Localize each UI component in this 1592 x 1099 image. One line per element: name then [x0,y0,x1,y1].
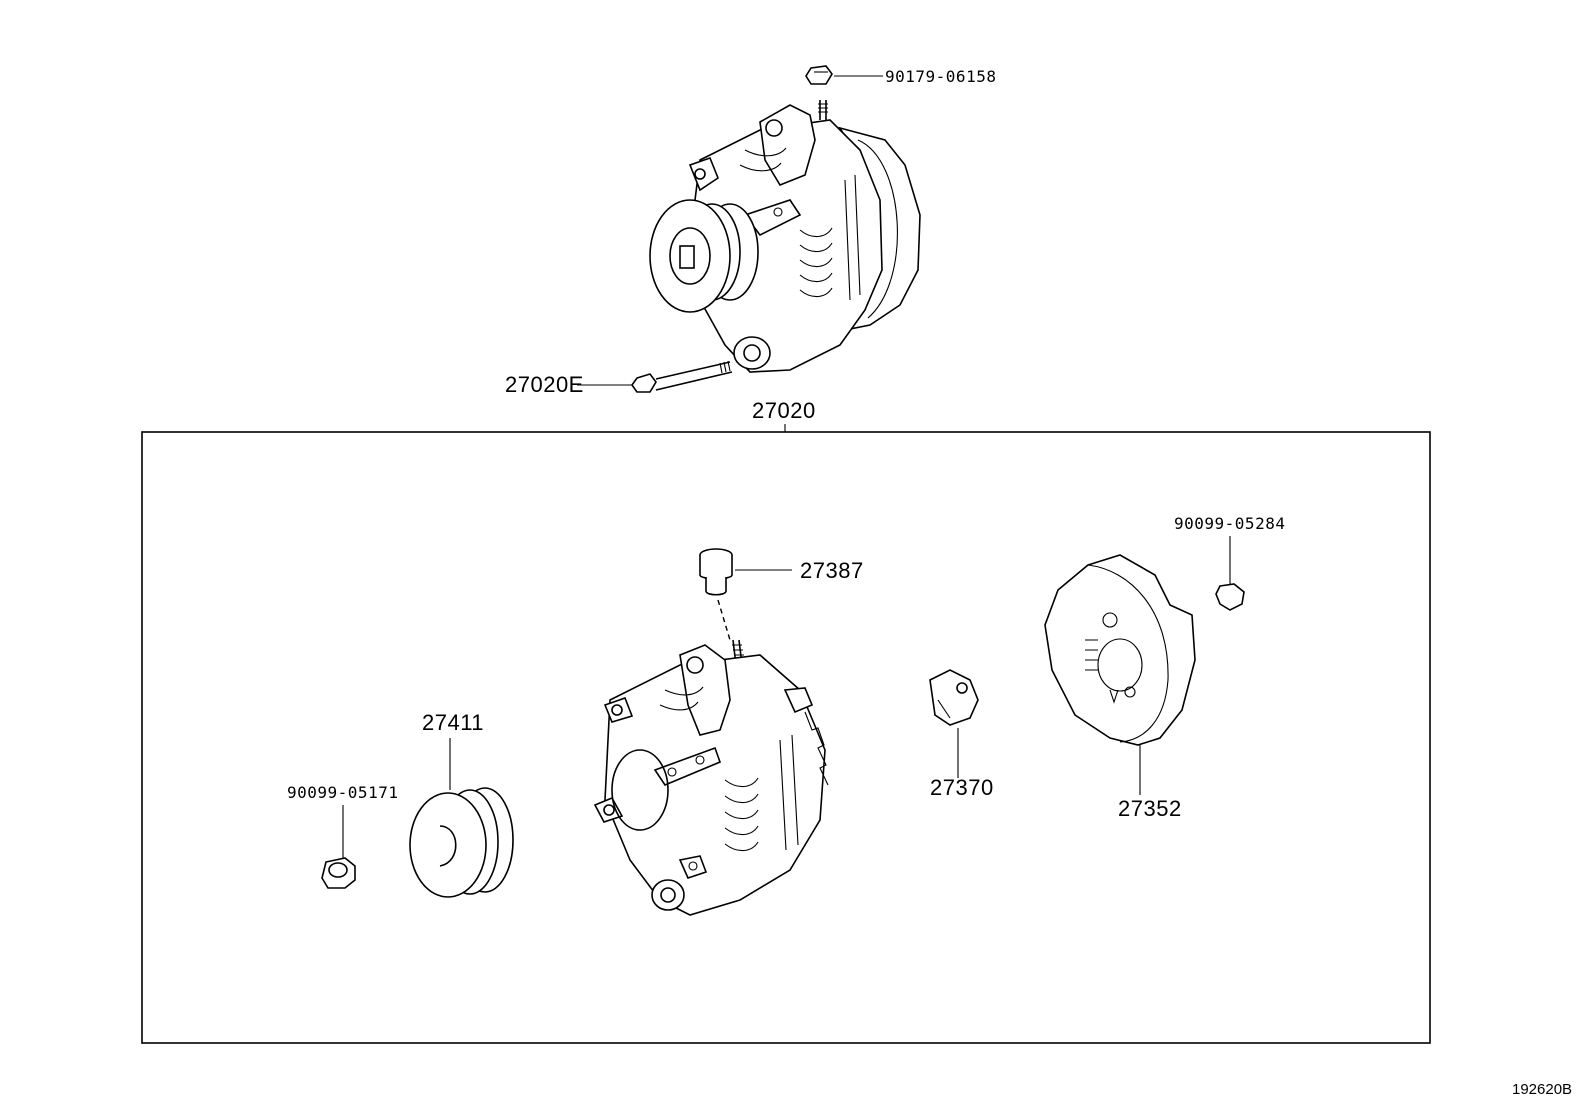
pulley-icon [409,787,514,898]
nut-right-icon [1215,583,1245,611]
part-label-pulley-nut: 90099-05171 [287,783,398,802]
assembly-label: 27020 [752,398,816,423]
figure-id: 192620B [1512,1081,1572,1098]
rear-cover-icon [1044,554,1196,746]
pulley-nut-icon [321,857,356,889]
nut-top-icon [805,65,833,85]
part-label-bolt: 27020E [505,372,584,397]
part-label-nut-right: 90099-05284 [1174,514,1285,533]
bolt-icon [631,360,733,393]
part-label-terminal-insulator: 27387 [800,558,864,583]
part-label-brush-holder: 27370 [930,775,994,800]
brush-holder-icon [929,669,979,726]
part-label-nut-top: 90179-06158 [885,67,996,86]
part-label-pulley: 27411 [422,710,484,735]
part-label-rear-cover: 27352 [1118,796,1182,821]
terminal-insulator-icon [699,548,733,596]
assembly-box [141,431,1431,1044]
alternator-assembled-illustration [649,100,921,373]
alternator-body-illustration [593,639,829,916]
